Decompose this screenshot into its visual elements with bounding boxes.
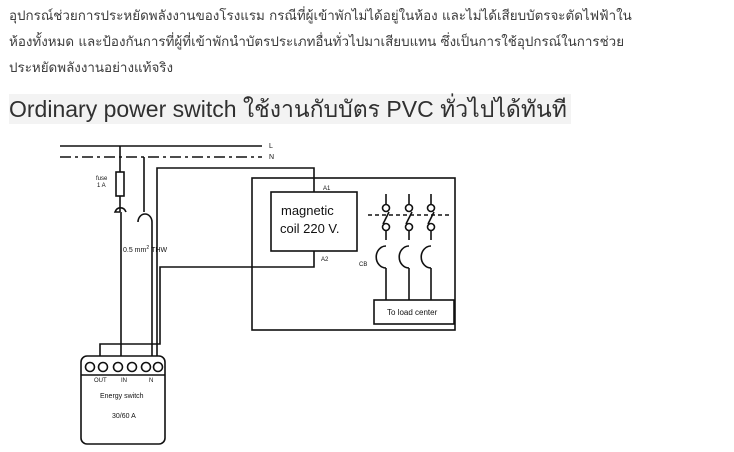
fuse-symbol xyxy=(115,171,125,197)
neutral-label: N xyxy=(269,154,274,161)
load-center-label: To load center xyxy=(387,308,438,317)
coil-label-line1: magnetic xyxy=(281,203,334,218)
terminal-a2: A2 xyxy=(321,257,329,263)
intro-line: ประหยัดพลังงานอย่างแท้จริง xyxy=(9,61,174,76)
switch-terminal-n: N xyxy=(149,378,153,384)
load-center-box xyxy=(373,299,455,325)
coil-label-line2: coil 220 V. xyxy=(280,221,340,236)
switch-name: Energy switch xyxy=(100,393,144,400)
contact-1 xyxy=(375,194,391,300)
contactor-box xyxy=(251,177,456,331)
cb-label: CB xyxy=(359,262,367,268)
energy-switch-body xyxy=(80,355,166,445)
fuse-rating: 1 A xyxy=(97,183,106,189)
fuse-label: fuse xyxy=(96,176,108,182)
switch-terminal-out: OUT xyxy=(94,378,107,384)
intro-line: ห้องทั้งหมด และป้องกันการที่ผู้ที่เข้าพั… xyxy=(9,35,625,50)
switch-terminal-in: IN xyxy=(121,378,127,384)
terminal-a1: A1 xyxy=(323,186,331,192)
coil-box xyxy=(270,191,358,252)
section-heading: Ordinary power switch ใช้งานกับบัตร PVC … xyxy=(9,94,571,124)
switch-rating: 30/60 A xyxy=(112,413,136,420)
contact-3 xyxy=(420,194,436,300)
intro-paragraph: อุปกรณ์ช่วยการประหยัดพลังงานของโรงแรม กร… xyxy=(9,4,727,82)
live-label: L xyxy=(269,143,273,150)
intro-line: อุปกรณ์ช่วยการประหยัดพลังงานของโรงแรม กร… xyxy=(9,9,632,24)
contact-2 xyxy=(398,194,414,300)
